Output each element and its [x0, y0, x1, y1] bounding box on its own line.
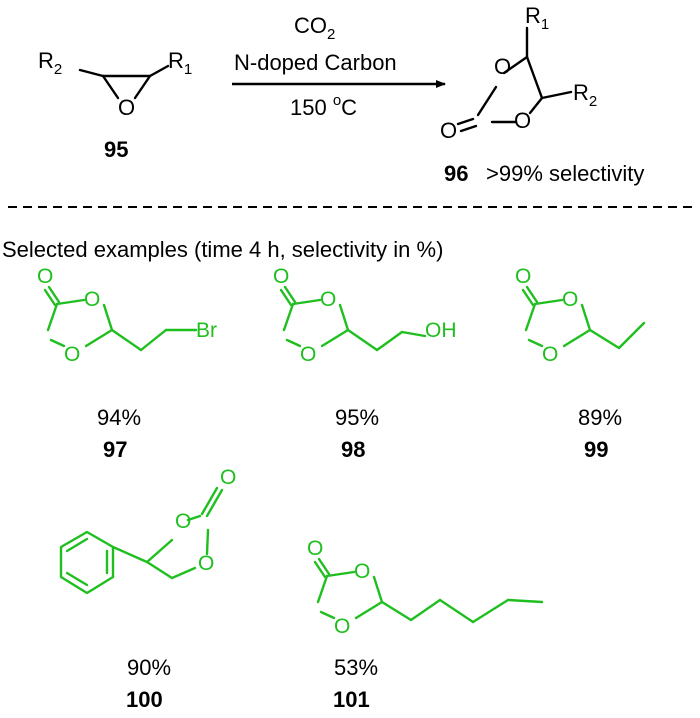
compound-id-98: 98	[341, 437, 365, 462]
yield-98: 95%	[335, 405, 379, 430]
r1-label-product: R1	[525, 3, 549, 33]
r1-label: R1	[168, 48, 192, 78]
ring-oxygen-bottom: O	[514, 108, 531, 133]
carbonate-96: O O O R1 R2 96 >99% selectivity	[440, 3, 644, 186]
ring-oxygen-top: O	[494, 54, 511, 79]
o-98-ring-bottom: O	[300, 343, 316, 366]
yield-100: 90%	[127, 655, 171, 680]
examples-heading: Selected examples (time 4 h, selectivity…	[2, 237, 443, 262]
o-97-carbonyl: O	[37, 265, 53, 288]
compound-id-95: 95	[104, 137, 128, 162]
compound-97-structure: O O O Br	[37, 265, 217, 366]
epoxide-oxygen: O	[118, 95, 135, 120]
compound-id-101: 101	[333, 687, 370, 712]
o-101-ring-bottom: O	[334, 615, 350, 638]
o-97-ring-top: O	[84, 288, 100, 311]
yield-101: 53%	[334, 655, 378, 680]
compound-id-96: 96	[444, 161, 468, 186]
o-100-carbonyl: O	[220, 466, 236, 489]
o-101-carbonyl: O	[307, 537, 323, 560]
o-99-ring-bottom: O	[542, 343, 558, 366]
compound-98-structure: O O O OH	[273, 265, 457, 366]
reaction-arrow: CO2 N-doped Carbon 150 oC	[232, 13, 446, 120]
o-101-ring-top: O	[354, 560, 370, 583]
compound-id-99: 99	[584, 437, 608, 462]
o-100-ring-bottom: O	[198, 552, 214, 575]
carbonyl-oxygen: O	[440, 118, 457, 143]
arrow-temperature: 150 oC	[290, 92, 357, 120]
o-100-ring-top: O	[175, 510, 191, 533]
o-99-ring-top: O	[562, 288, 578, 311]
o-99-carbonyl: O	[515, 265, 531, 288]
o-97-ring-bottom: O	[64, 343, 80, 366]
r2-label-product: R2	[573, 80, 597, 110]
compound-101-structure: O O O	[307, 537, 544, 638]
br-label-97: Br	[196, 319, 217, 342]
selectivity-text: >99% selectivity	[486, 161, 644, 186]
yield-99: 89%	[578, 405, 622, 430]
o-98-carbonyl: O	[273, 265, 289, 288]
compound-99-structure: O O O	[515, 265, 646, 366]
oh-label-98: OH	[425, 319, 457, 342]
compound-id-100: 100	[126, 687, 163, 712]
arrow-reagent-co2: CO2	[294, 13, 335, 43]
compound-id-97: 97	[103, 437, 127, 462]
compound-100-structure: O O O	[59, 466, 236, 595]
r2-label: R2	[38, 48, 62, 78]
arrow-catalyst: N-doped Carbon	[234, 50, 397, 75]
yield-97: 94%	[97, 405, 141, 430]
epoxide-95: R2 R1 O 95	[38, 48, 192, 162]
o-98-ring-top: O	[320, 288, 336, 311]
